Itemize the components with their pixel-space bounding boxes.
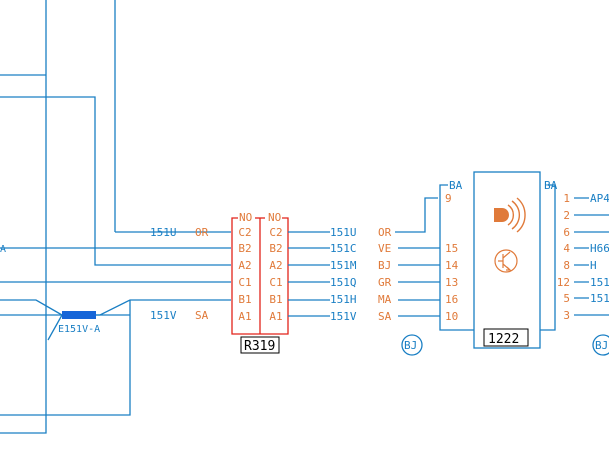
pin-label-left-b1: B1 — [238, 293, 251, 306]
module-right-pin-4: 4 — [563, 242, 570, 255]
module-1222 — [439, 171, 556, 349]
pin-label-left-a2: A2 — [238, 259, 251, 272]
pin-label-left-c1: C1 — [238, 276, 251, 289]
module-right-pin-8: 8 — [563, 259, 570, 272]
pin-label-right-a2: A2 — [269, 259, 282, 272]
module-pin-9: 9 — [445, 192, 452, 205]
wire-label-151v-left: 151V — [150, 309, 177, 322]
module-right-pin-3: 3 — [563, 309, 570, 322]
splice-label: E151V-A — [58, 324, 100, 335]
connector-header-right: NO — [268, 211, 281, 224]
pin-label-left-c2: C2 — [238, 226, 251, 239]
wire-color-sa-right: SA — [378, 310, 392, 323]
wire-label-151v-right: 151V — [330, 310, 357, 323]
wire-color-ve-right: VE — [378, 242, 391, 255]
left-edge-label: A — [0, 244, 6, 255]
wire-label-151q-right: 151Q — [330, 276, 357, 289]
module-right-label-12: 151 — [590, 276, 609, 289]
module-conn-right: BA — [544, 179, 558, 192]
pin-label-right-c2: C2 — [269, 226, 282, 239]
connector-r319 — [231, 217, 289, 335]
wire-label-151u-right: 151U — [330, 226, 357, 239]
wire-label-151u-left: 151U — [150, 226, 177, 239]
module-pin-10: 10 — [445, 310, 458, 323]
connector-header-left: NO — [239, 211, 252, 224]
wire-label-151m-right: 151M — [330, 259, 357, 272]
wire-color-ma-right: MA — [378, 293, 392, 306]
right-wire-labels: 151U OR 9 151C VE 15 151M BJ 14 151Q GR 13 151H MA 16 1… — [330, 192, 459, 323]
module-right-label-bg-12 — [589, 275, 609, 288]
module-pin-16: 16 — [445, 293, 458, 306]
pin-label-right-c1: C1 — [269, 276, 282, 289]
module-pin-13: 13 — [445, 276, 458, 289]
module-right-label-1: AP4 — [590, 192, 609, 205]
module-right-pin-2: 2 — [563, 209, 570, 222]
pin-label-right-a1: A1 — [269, 310, 282, 323]
wire-label-151h-right: 151H — [330, 293, 357, 306]
harness-label-right: BJ — [595, 339, 608, 352]
wire-color-or-right: OR — [378, 226, 392, 239]
harness-label-left: BJ — [404, 339, 417, 352]
wire-color-sa-left: SA — [195, 309, 209, 322]
module-right-pin-6: 6 — [563, 226, 570, 239]
harness-circle-left — [401, 334, 423, 356]
module-right-pin-12: 12 — [557, 276, 570, 289]
splice-block — [62, 311, 96, 319]
module-right-label-bg-5 — [589, 291, 609, 304]
module-right-label-bg-8 — [589, 258, 609, 271]
pin-label-left-b2: B2 — [238, 242, 251, 255]
module-pin-15: 15 — [445, 242, 458, 255]
module-id: 1222 — [488, 332, 519, 347]
pin-label-left-a1: A1 — [238, 310, 251, 323]
module-right-pin-1: 1 — [563, 192, 570, 205]
wire-color-gr-right: GR — [378, 276, 392, 289]
harness-circle-right — [592, 334, 609, 356]
module-right-label-4: H66 — [590, 242, 609, 255]
module-right-label-bg-1 — [589, 191, 609, 204]
pin-label-right-b2: B2 — [269, 242, 282, 255]
right-routing-wires — [288, 197, 440, 317]
pin-label-right-b1: B1 — [269, 293, 282, 306]
module-right-pin-5: 5 — [563, 292, 570, 305]
module-right-pins: 1 AP4 2 6 4 H66 8 H 12 151 5 151 3 — [557, 191, 609, 322]
wire-color-bj-right: BJ — [378, 259, 391, 272]
left-routing-wires — [0, 0, 231, 434]
module-right-label-bg-4 — [589, 241, 609, 254]
connector-id: R319 — [244, 339, 275, 354]
buzzer-icon — [494, 197, 526, 233]
module-pin-14: 14 — [445, 259, 459, 272]
module-right-label-5: 151 — [590, 292, 609, 305]
module-conn-left: BA — [449, 179, 463, 192]
wire-color-or-left: OR — [195, 226, 209, 239]
transistor-icon — [494, 249, 518, 273]
connector-id-box — [240, 336, 280, 354]
wire-label-151c-right: 151C — [330, 242, 357, 255]
module-id-box — [483, 328, 529, 347]
module-right-label-8: H — [590, 259, 597, 272]
